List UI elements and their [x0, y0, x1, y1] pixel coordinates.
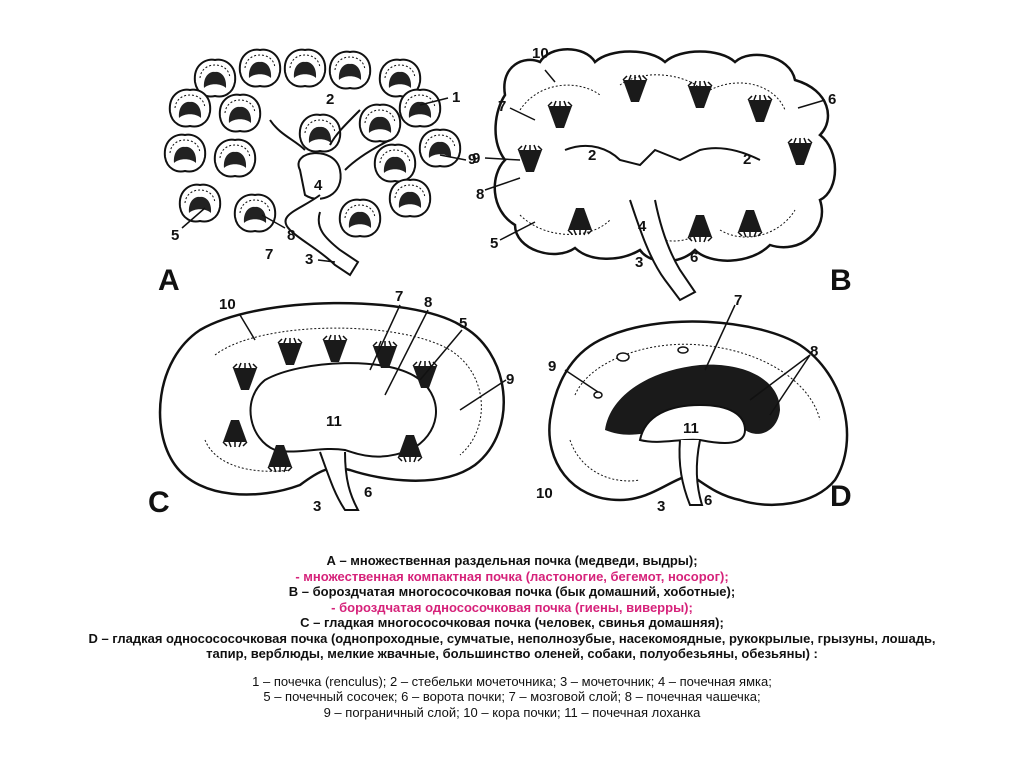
- panel-letter-b: B: [830, 264, 852, 297]
- label-11-d: 11: [683, 420, 699, 437]
- label-6-b1: 6: [828, 91, 836, 108]
- panel-letter-a: A: [158, 264, 180, 297]
- caption-line-d2: тапир, верблюды, мелкие жвачные, большин…: [40, 646, 984, 662]
- caption-line-b: B – бороздчатая многососочковая почка (б…: [40, 584, 984, 600]
- label-2-a: 2: [326, 91, 334, 108]
- caption-line-a2: - множественная компактная почка (ластон…: [40, 569, 984, 585]
- label-3-a: 3: [305, 251, 313, 268]
- legend-line-3: 9 – пограничный слой; 10 – кора почки; 1…: [40, 705, 984, 721]
- label-6-c: 6: [364, 484, 372, 501]
- panel-c-drawing: [160, 303, 504, 510]
- kidney-types-figure: 1 2 3 4 5 7 8 9 10 7 9 8 2 2 6 5 4 3 6 1…: [0, 0, 1024, 540]
- kidney-diagram: 1 2 3 4 5 7 8 9 10 7 9 8 2 2 6 5 4 3 6 1…: [0, 0, 1024, 540]
- caption-line-c: С – гладкая многососочковая почка (челов…: [40, 615, 984, 631]
- legend-line-1: 1 – почечка (renculus); 2 – стебельки мо…: [40, 674, 984, 690]
- label-3-d: 3: [657, 498, 665, 515]
- label-10-b: 10: [532, 45, 549, 62]
- label-9-d: 9: [548, 358, 556, 375]
- label-3-c: 3: [313, 498, 321, 515]
- label-8-a: 8: [287, 227, 295, 244]
- label-7-a: 7: [265, 246, 273, 263]
- panel-letter-c: C: [148, 486, 170, 519]
- label-9-c: 9: [506, 371, 514, 388]
- label-1-a: 1: [452, 89, 460, 106]
- caption-line-b2: - бороздчатая однососочковая почка (гиен…: [40, 600, 984, 616]
- panel-d-drawing: [549, 321, 847, 505]
- label-4-a: 4: [314, 177, 323, 194]
- label-5-c: 5: [459, 315, 467, 332]
- label-3-b: 3: [635, 254, 643, 271]
- label-11-c: 11: [326, 413, 342, 430]
- label-7-d: 7: [734, 292, 742, 309]
- legend-line-2: 5 – почечный сосочек; 6 – ворота почки; …: [40, 689, 984, 705]
- label-8-c: 8: [424, 294, 432, 311]
- caption-line-d1: D – гладкая односососочковая почка (одно…: [40, 631, 984, 647]
- label-8-b: 8: [476, 186, 484, 203]
- panel-letter-d: D: [830, 480, 852, 513]
- label-10-d: 10: [536, 485, 553, 502]
- figure-caption: А – множественная раздельная почка (медв…: [40, 553, 984, 720]
- label-7-b: 7: [498, 98, 506, 115]
- label-2-b1: 2: [588, 147, 596, 164]
- panel-a-drawing: [165, 50, 460, 275]
- panel-b-drawing: [495, 49, 835, 300]
- label-9-b: 9: [472, 150, 480, 167]
- label-10-c: 10: [219, 296, 236, 313]
- label-4-b: 4: [638, 218, 647, 235]
- label-5-a: 5: [171, 227, 179, 244]
- label-2-b2: 2: [743, 151, 751, 168]
- label-5-b: 5: [490, 235, 498, 252]
- label-8-d: 8: [810, 343, 818, 360]
- caption-line-a: А – множественная раздельная почка (медв…: [40, 553, 984, 569]
- label-6-d: 6: [704, 492, 712, 509]
- label-6-b2: 6: [690, 249, 698, 266]
- label-7-c: 7: [395, 288, 403, 305]
